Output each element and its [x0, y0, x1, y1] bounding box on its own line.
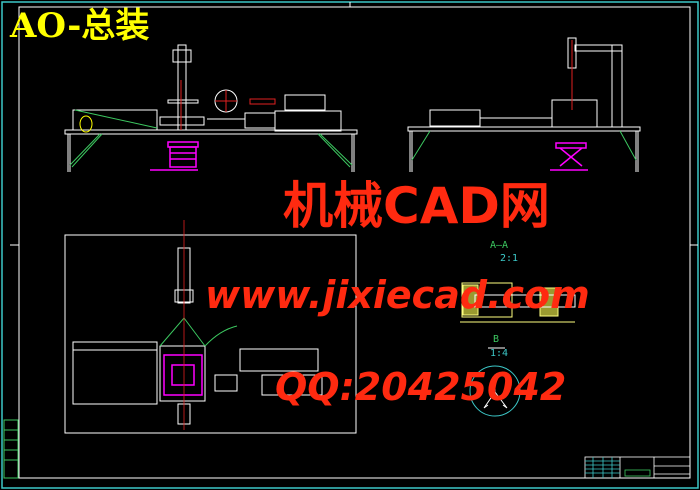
plan-view-assembly: [64, 234, 357, 434]
detail-b-label: B: [493, 334, 500, 345]
watermark-url: www.jixiecad.com: [205, 273, 590, 317]
plan-lift-table: [163, 354, 203, 396]
detail-b-scale: 1:4: [490, 348, 509, 359]
title-block: [584, 456, 691, 479]
side-view-assembly: [407, 37, 641, 172]
front-view-assembly: [64, 44, 358, 172]
watermark-site-name: 机械CAD网: [283, 177, 550, 235]
section-a-a-scale: 2:1: [500, 253, 519, 264]
section-a-a-label: A—A: [490, 240, 509, 251]
section-a-a-view: [460, 282, 576, 323]
watermark-qq: QQ:20425042: [275, 365, 567, 409]
inner-frame: [18, 6, 691, 479]
lift-table-side: [550, 142, 588, 171]
lift-table-front: [150, 141, 199, 171]
left-stamp-table: [3, 419, 19, 479]
drawing-title: AO-总装: [10, 6, 150, 46]
detail-b-view: [469, 347, 521, 417]
